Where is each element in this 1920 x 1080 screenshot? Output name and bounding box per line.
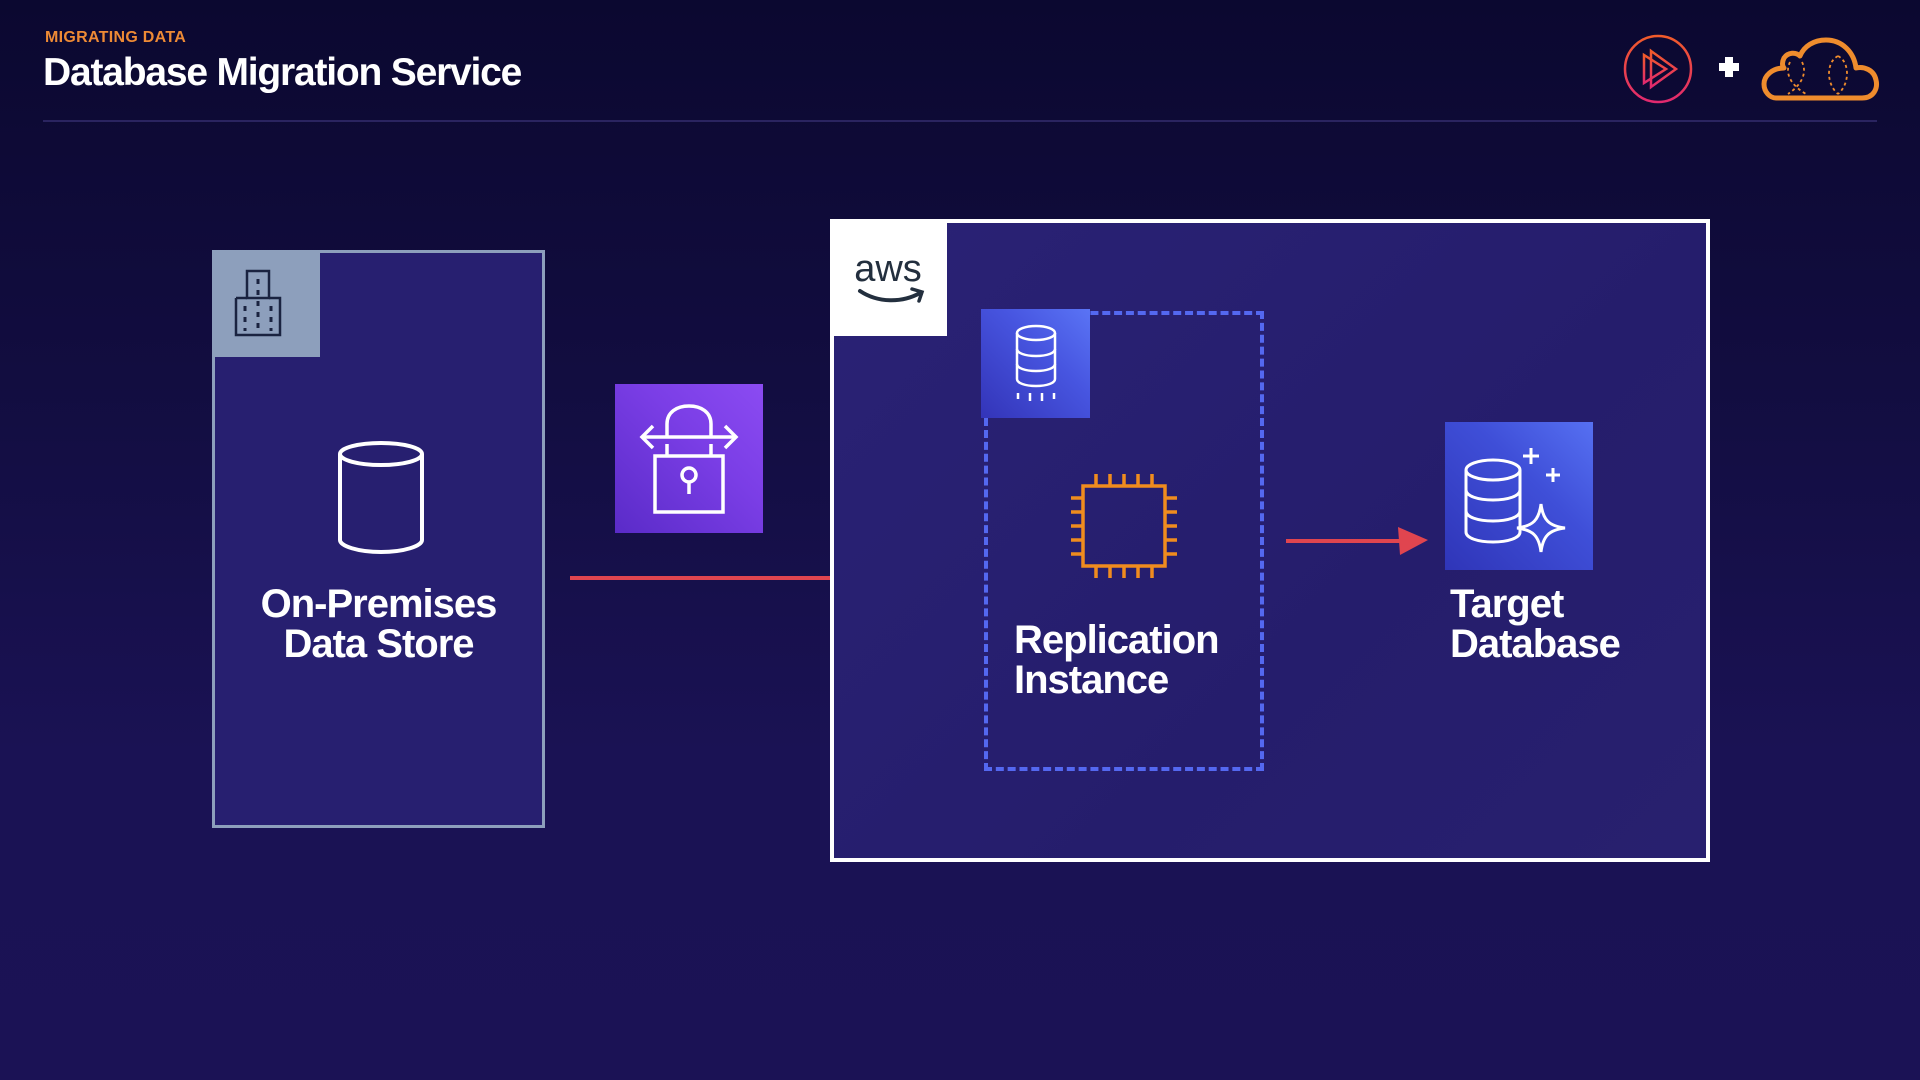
secure-transfer-badge: [615, 384, 763, 533]
arrow-replication-to-target: [1286, 527, 1428, 555]
section-eyebrow: MIGRATING DATA: [45, 29, 187, 46]
pluralsight-logo-icon: [1623, 34, 1693, 104]
replication-label-line1: Replication: [1014, 618, 1220, 662]
on-premises-label-line2: Data Store: [283, 622, 474, 666]
building-icon: [234, 269, 282, 337]
aws-logo-text: aws: [854, 248, 922, 290]
target-label-line1: Target: [1450, 582, 1564, 626]
replication-instance-label: Replication Instance: [1014, 618, 1220, 702]
header-divider: [43, 120, 1877, 122]
replication-instance-group: [984, 311, 1264, 771]
plus-icon: [1719, 57, 1739, 77]
target-label-line2: Database: [1450, 622, 1621, 666]
dms-badge: [981, 309, 1090, 418]
on-premises-label: On-Premises Data Store: [212, 584, 545, 664]
chip-icon: [1071, 474, 1177, 578]
lock-transfer-icon: [639, 404, 739, 514]
cloud-logo-icon: [1761, 37, 1879, 101]
target-database-badge: [1445, 422, 1593, 570]
dms-database-icon: [1015, 324, 1057, 401]
on-premises-badge: [214, 251, 320, 357]
aws-badge: aws: [830, 219, 947, 336]
target-database-label: Target Database: [1450, 582, 1621, 666]
aws-logo-icon: aws: [854, 248, 925, 303]
replication-label-line2: Instance: [1014, 658, 1169, 702]
page-title: Database Migration Service: [43, 51, 522, 94]
on-premises-label-line1: On-Premises: [260, 582, 498, 626]
database-cylinder-icon: [338, 441, 424, 555]
database-sparkle-icon: [1464, 448, 1566, 553]
